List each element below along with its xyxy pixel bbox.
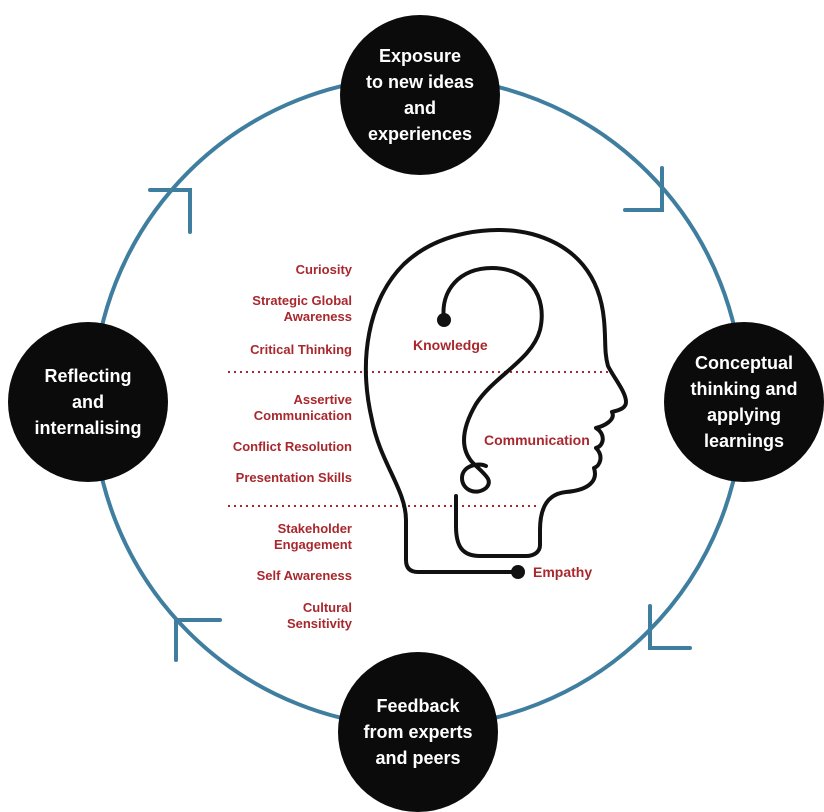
- skill-conflict-resolution: Conflict Resolution: [232, 439, 352, 454]
- cycle-node-exposure-label: Exposure to new ideas and experiences: [365, 46, 475, 144]
- head-outline: [363, 227, 628, 574]
- cycle-node-conceptual-thinking-label: Conceptual thinking and applying learnin…: [690, 353, 798, 451]
- head-label-communication: Communication: [484, 432, 590, 448]
- question-mark-line: [441, 265, 544, 494]
- skill-assertive-communication: Assertive Communication: [253, 392, 352, 423]
- skill-stakeholder-engagement: Stakeholder Engagement: [273, 521, 352, 552]
- arrow-icon-bottom-left: [174, 618, 222, 662]
- cycle-node-conceptual-thinking: Conceptual thinking and applying learnin…: [664, 322, 824, 482]
- skill-cultural-sensitivity: Cultural Sensitivity: [286, 600, 352, 631]
- knowledge-dot: [437, 313, 451, 327]
- skill-critical-thinking: Critical Thinking: [250, 342, 352, 357]
- arrow-icon-bottom-right: [648, 604, 692, 650]
- arrow-icon-top-left: [148, 188, 192, 234]
- arrow-icon-top-right: [623, 166, 664, 212]
- head-label-knowledge: Knowledge: [413, 337, 488, 353]
- cycle-node-exposure: Exposure to new ideas and experiences: [340, 15, 500, 175]
- empathy-dot: [511, 565, 525, 579]
- skill-presentation-skills: Presentation Skills: [235, 470, 352, 485]
- skill-curiosity: Curiosity: [295, 262, 352, 277]
- head-label-empathy: Empathy: [533, 564, 593, 580]
- cycle-node-feedback: Feedback from experts and peers: [338, 652, 498, 812]
- skill-self-awareness: Self Awareness: [256, 568, 352, 583]
- cycle-node-reflecting-label: Reflecting and internalising: [34, 366, 142, 438]
- cycle-node-feedback-label: Feedback from experts and peers: [363, 696, 473, 768]
- cycle-node-reflecting: Reflecting and internalising: [8, 322, 168, 482]
- skill-strategic-global-awareness: Strategic Global Awareness: [252, 293, 352, 324]
